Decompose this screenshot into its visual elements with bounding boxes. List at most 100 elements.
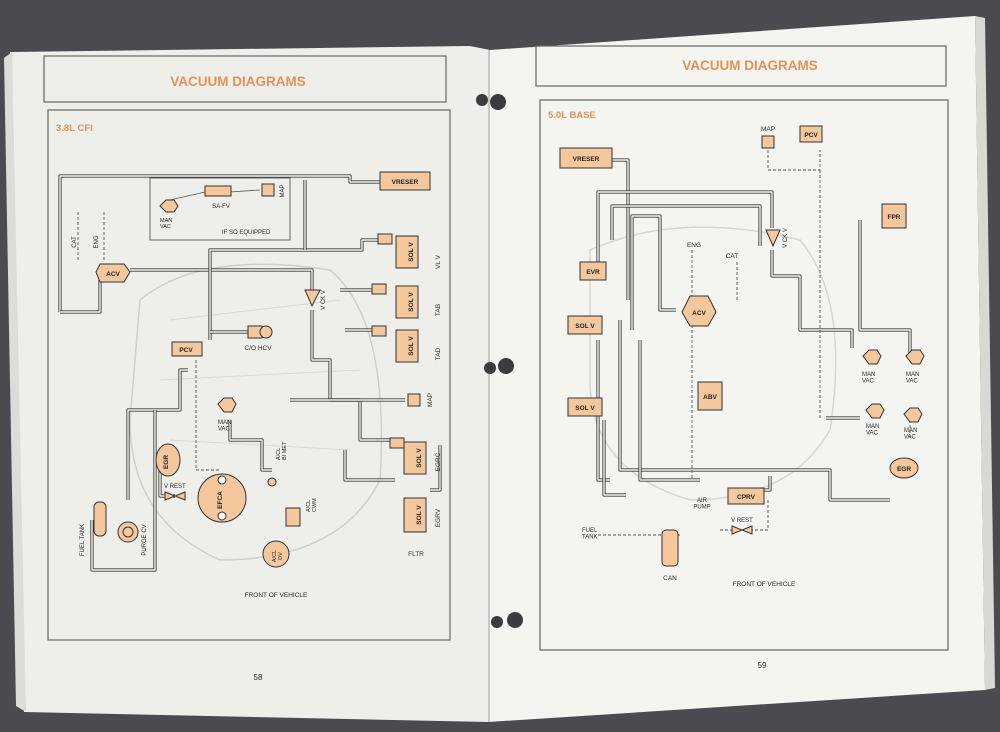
page-edge-left: [4, 52, 26, 712]
fuel-tank-label: FUEL TANK: [80, 524, 86, 556]
v-rest-right: [173, 491, 186, 501]
v-ck-v-label: V CK V: [321, 290, 327, 310]
front-of-vehicle-right: FRONT OF VEHICLE: [733, 581, 796, 588]
v-rest-label: V REST: [164, 484, 186, 490]
binder-hole: [476, 94, 488, 106]
sol-v-right-2: [567, 397, 603, 417]
acv-label-right: ACV: [692, 310, 706, 317]
sol-v-2-port: [371, 283, 387, 295]
efca-port-bottom: [217, 511, 227, 521]
vreser-label: VRESER: [392, 179, 419, 186]
inset-box: [149, 177, 291, 241]
map-right-label: MAP: [427, 393, 434, 407]
front-of-vehicle-left: FRONT OF VEHICLE: [245, 592, 308, 599]
map-top-label: MAP: [280, 184, 286, 197]
binder-hole: [498, 358, 514, 374]
right-header: VACUUM DIAGRAMS: [682, 58, 818, 73]
left-header: VACUUM DIAGRAMS: [170, 74, 306, 89]
left-header-box: [43, 55, 447, 103]
egrc-label: EGRC: [435, 452, 442, 471]
man-vac-hex-right-1: [862, 349, 882, 365]
binder-hole: [507, 612, 523, 628]
eng-label: ENG: [94, 235, 100, 248]
page-edge-right: [975, 16, 995, 690]
sol-v-2-label: SOL V: [408, 292, 415, 312]
evr-box: [579, 261, 607, 281]
v-ck-v-label-right: V CK V: [783, 228, 789, 248]
right-page: [488, 16, 985, 722]
map-sensor-right: [761, 135, 775, 149]
cprv-box: [727, 487, 765, 505]
sol-v-right-1: [567, 315, 603, 335]
right-header-box: [535, 45, 947, 87]
sol-v-right-2-label: SOL V: [575, 405, 595, 412]
left-page: [10, 46, 490, 722]
purge-cv-label: PURGE CV: [142, 524, 148, 555]
cat-label-right: CAT: [726, 253, 739, 260]
vreser-box-right: [559, 147, 613, 169]
left-page-number: 58: [254, 673, 263, 682]
can-canister: [661, 529, 679, 567]
sol-v-3-port: [371, 325, 387, 337]
v-rest-right-l: [731, 525, 744, 535]
eng-label-right: ENG: [687, 242, 701, 249]
vreser-label-right: VRESER: [573, 156, 600, 163]
v-rest-right-r: [740, 525, 753, 535]
abv-label: ABV: [703, 394, 717, 401]
fpr-label: FPR: [888, 214, 901, 221]
acl-cwm-icon: [285, 507, 301, 527]
sol-v-4-label: SOL V: [416, 448, 423, 468]
sol-v-5: [403, 497, 427, 533]
pcv-box: [171, 341, 203, 357]
right-page-number: 59: [758, 661, 767, 670]
v-ck-v-valve: [304, 289, 321, 308]
purge-cv-inner: [122, 526, 134, 538]
acl-cwm-label: A/CLCWM: [306, 498, 318, 512]
man-vac-icon: [159, 199, 179, 213]
map-label-right: MAP: [761, 126, 775, 133]
sa-fv-icon: [204, 185, 232, 197]
acv-valve-right: [681, 295, 717, 327]
acl-dv-unit: [262, 540, 290, 568]
sol-v-2: [395, 285, 419, 319]
left-section-title: 3.8L CFI: [56, 123, 93, 134]
efca-unit: [197, 473, 247, 523]
pcv-box-right: [799, 125, 823, 143]
engine-outline-right: [589, 226, 837, 501]
sol-v-1-port: [377, 233, 393, 245]
tab-label: TAB: [435, 304, 442, 316]
v-ck-v-right: [765, 229, 781, 248]
evr-label: EVR: [586, 269, 600, 276]
binder-hole: [484, 362, 496, 374]
fpr-box: [881, 203, 907, 229]
egr-label-right: EGR: [897, 466, 911, 473]
sol-v-4-port: [389, 437, 405, 449]
can-label: CAN: [663, 575, 677, 582]
man-vac-hex-right-3: [865, 403, 885, 419]
sol-v-3: [395, 329, 419, 363]
vl-v-label: VL V: [435, 254, 442, 269]
acl-dv-label: A/CLDV: [272, 550, 284, 562]
man-vac-hex-right-2: [905, 349, 925, 365]
acv-label: ACV: [106, 271, 120, 278]
if-so-equipped-label: IF SO EQUIPPED: [222, 230, 271, 236]
sa-fv-label: SA-FV: [212, 204, 230, 210]
sol-v-right-1-label: SOL V: [575, 323, 595, 330]
egr-valve: [155, 443, 181, 477]
purge-cv-unit: [117, 521, 139, 543]
right-vacuum-hoses: [596, 158, 912, 502]
cat-label: CAT: [72, 236, 78, 248]
egr-label: EGR: [163, 455, 170, 469]
sol-v-4: [403, 441, 427, 475]
binder-hole: [490, 94, 506, 110]
tad-label: TAD: [435, 347, 442, 360]
pcv-label: PCV: [179, 347, 193, 354]
